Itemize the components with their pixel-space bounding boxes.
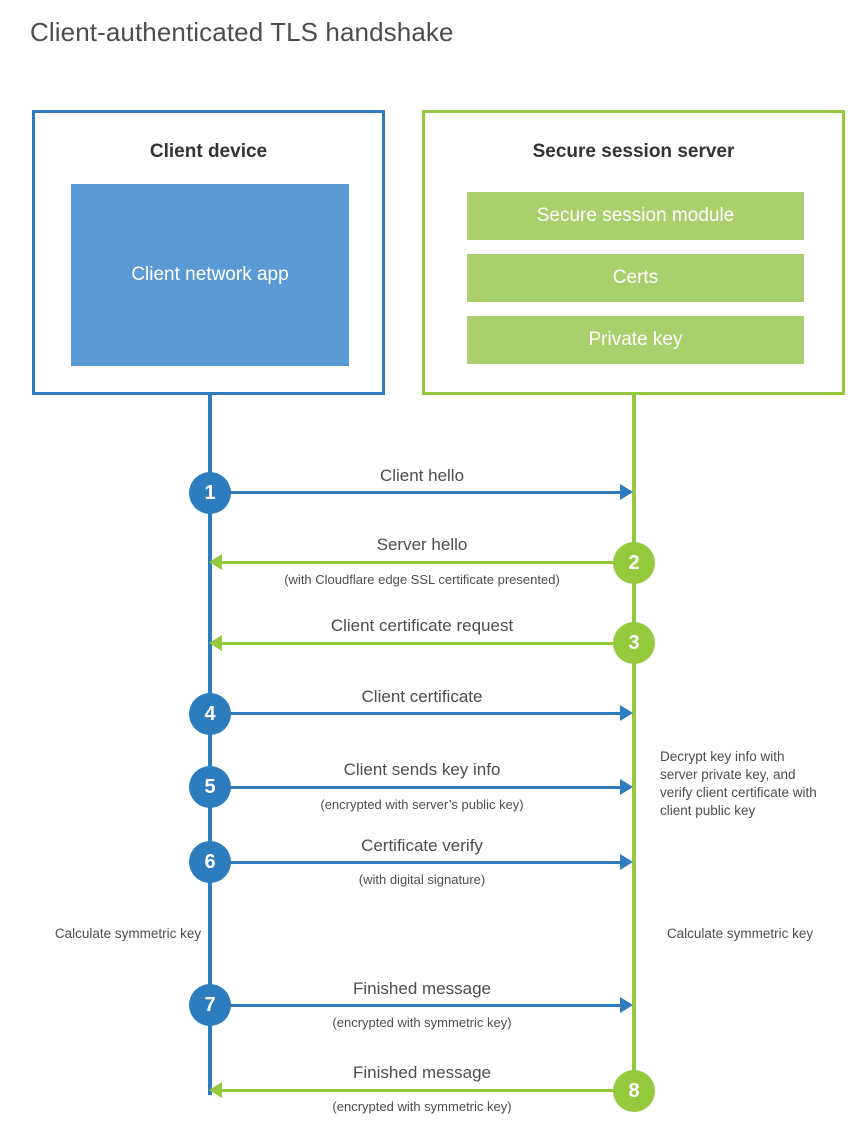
step-7-number-badge: 7 [189,984,231,1026]
step-3-arrow-line [222,642,634,645]
step-5-label: Client sends key info [343,760,501,779]
step-8-arrow-line [222,1089,634,1092]
step-1-arrow-line [210,491,620,494]
server-block-secure-session-module: Secure session module [467,192,804,240]
client-device-title: Client device [149,141,268,162]
step-3-number-badge: 3 [613,622,655,664]
step-2-label: Server hello [376,535,468,554]
step-5-arrow-line [210,786,620,789]
server-block-private-key: Private key [467,316,804,364]
step-1-number-badge: 1 [189,472,231,514]
step-3-label: Client certificate request [330,616,514,635]
step-2-arrow-line [222,561,634,564]
step-8-sublabel: (encrypted with symmetric key) [332,1099,512,1114]
step-7-arrow-line [210,1004,620,1007]
page-title: Client-authenticated TLS handshake [30,17,454,47]
server-lifeline [632,393,636,1095]
step-5-sublabel: (encrypted with server’s public key) [320,797,524,812]
secure-session-server-box: Secure session server Secure session mod… [422,110,845,395]
client-lifeline [208,393,212,1095]
step-3-arrow-head-icon [209,635,222,651]
step-1-arrow-head-icon [620,484,633,500]
secure-session-server-title: Secure session server [532,141,735,162]
step-8-arrow-head-icon [209,1082,222,1098]
client-network-app-block: Client network app [71,184,349,366]
step-7-sublabel: (encrypted with symmetric key) [332,1015,512,1030]
server-calculate-symmetric-key-note: Calculate symmetric key [666,926,814,941]
step-7-label: Finished message [353,979,491,998]
step-7-arrow-head-icon [620,997,633,1013]
step-4-arrow-line [210,712,620,715]
step-4-arrow-head-icon [620,705,633,721]
step-2-sublabel: (with Cloudflare edge SSL certificate pr… [284,572,560,587]
step-6-number-badge: 6 [189,841,231,883]
step-5-arrow-head-icon [620,779,633,795]
step-4-number-badge: 4 [189,693,231,735]
step-1-label: Client hello [379,466,465,485]
server-block-certs: Certs [467,254,804,302]
step-6-label: Certificate verify [361,836,483,855]
step-2-arrow-head-icon [209,554,222,570]
step-6-arrow-line [210,861,620,864]
step-5-number-badge: 5 [189,766,231,808]
server-decrypt-note: Decrypt key info with server private key… [660,749,817,818]
step-4-label: Client certificate [361,687,483,706]
step-2-number-badge: 2 [613,542,655,584]
step-8-number-badge: 8 [613,1070,655,1112]
step-6-sublabel: (with digital signature) [358,872,486,887]
client-calculate-symmetric-key-note: Calculate symmetric key [54,926,202,941]
client-device-box: Client device Client network app [32,110,385,395]
step-6-arrow-head-icon [620,854,633,870]
step-8-label: Finished message [353,1063,491,1082]
